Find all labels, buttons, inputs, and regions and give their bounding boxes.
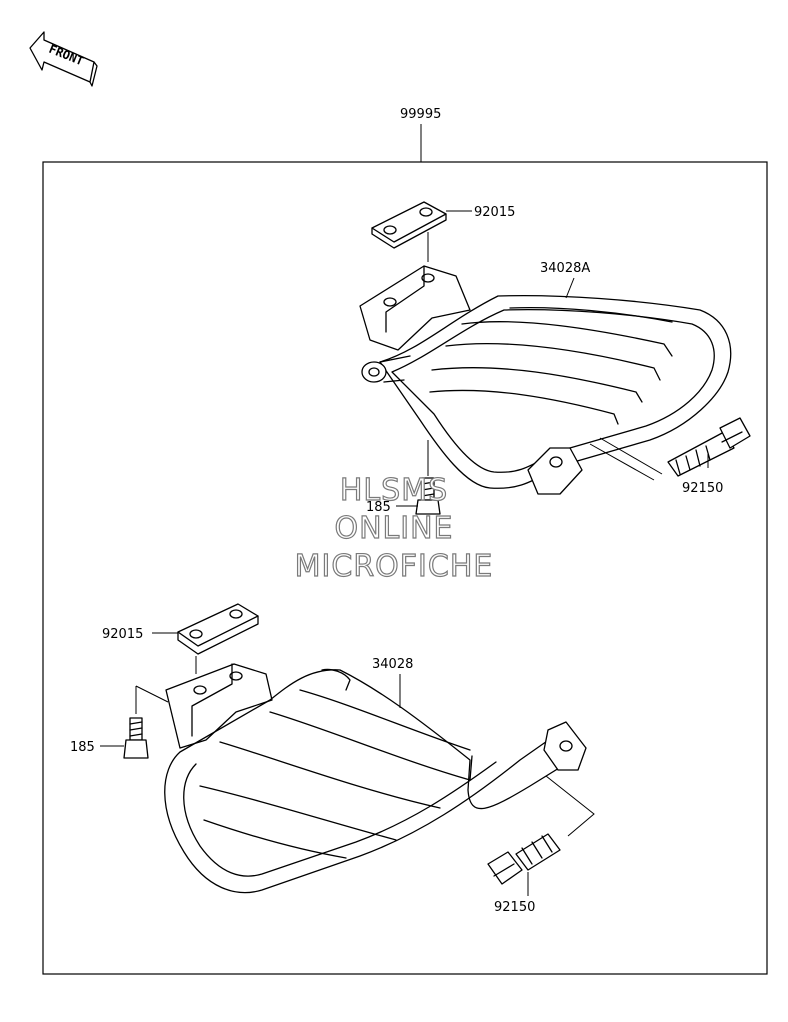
lower-long-bolt-label: 92150 — [494, 900, 535, 915]
upper-long-bolt — [667, 417, 751, 477]
assembly-part-number: 99995 — [400, 107, 441, 122]
upper-bracket-pad — [371, 201, 447, 249]
front-direction-arrow-icon: FRONT — [29, 31, 98, 87]
upper-rack-group: 92015 92150 34028A — [359, 201, 751, 515]
upper-rack-label: 34028A — [540, 261, 590, 276]
upper-short-bolt — [415, 477, 441, 515]
lower-short-bolt-label: 185 — [70, 740, 95, 755]
upper-short-bolt-label: 185 — [366, 500, 391, 515]
upper-long-bolt-label: 92150 — [682, 481, 723, 496]
upper-pad-label: 92015 — [474, 205, 515, 220]
watermark-line-2: ONLINE — [334, 511, 453, 546]
watermark: HLSMS ONLINE MICROFICHE — [294, 472, 494, 584]
lower-short-bolt — [123, 717, 149, 759]
lower-bracket-pad — [177, 603, 259, 655]
assembly-frame — [42, 161, 768, 975]
lower-rack-label: 34028 — [372, 657, 413, 672]
lower-long-bolt — [487, 833, 561, 885]
watermark-line-1: HLSMS — [340, 473, 448, 508]
watermark-line-3: MICROFICHE — [295, 549, 494, 584]
lower-rack-group: 92015 92150 34028 — [70, 603, 595, 915]
lower-pad-label: 92015 — [102, 627, 143, 642]
